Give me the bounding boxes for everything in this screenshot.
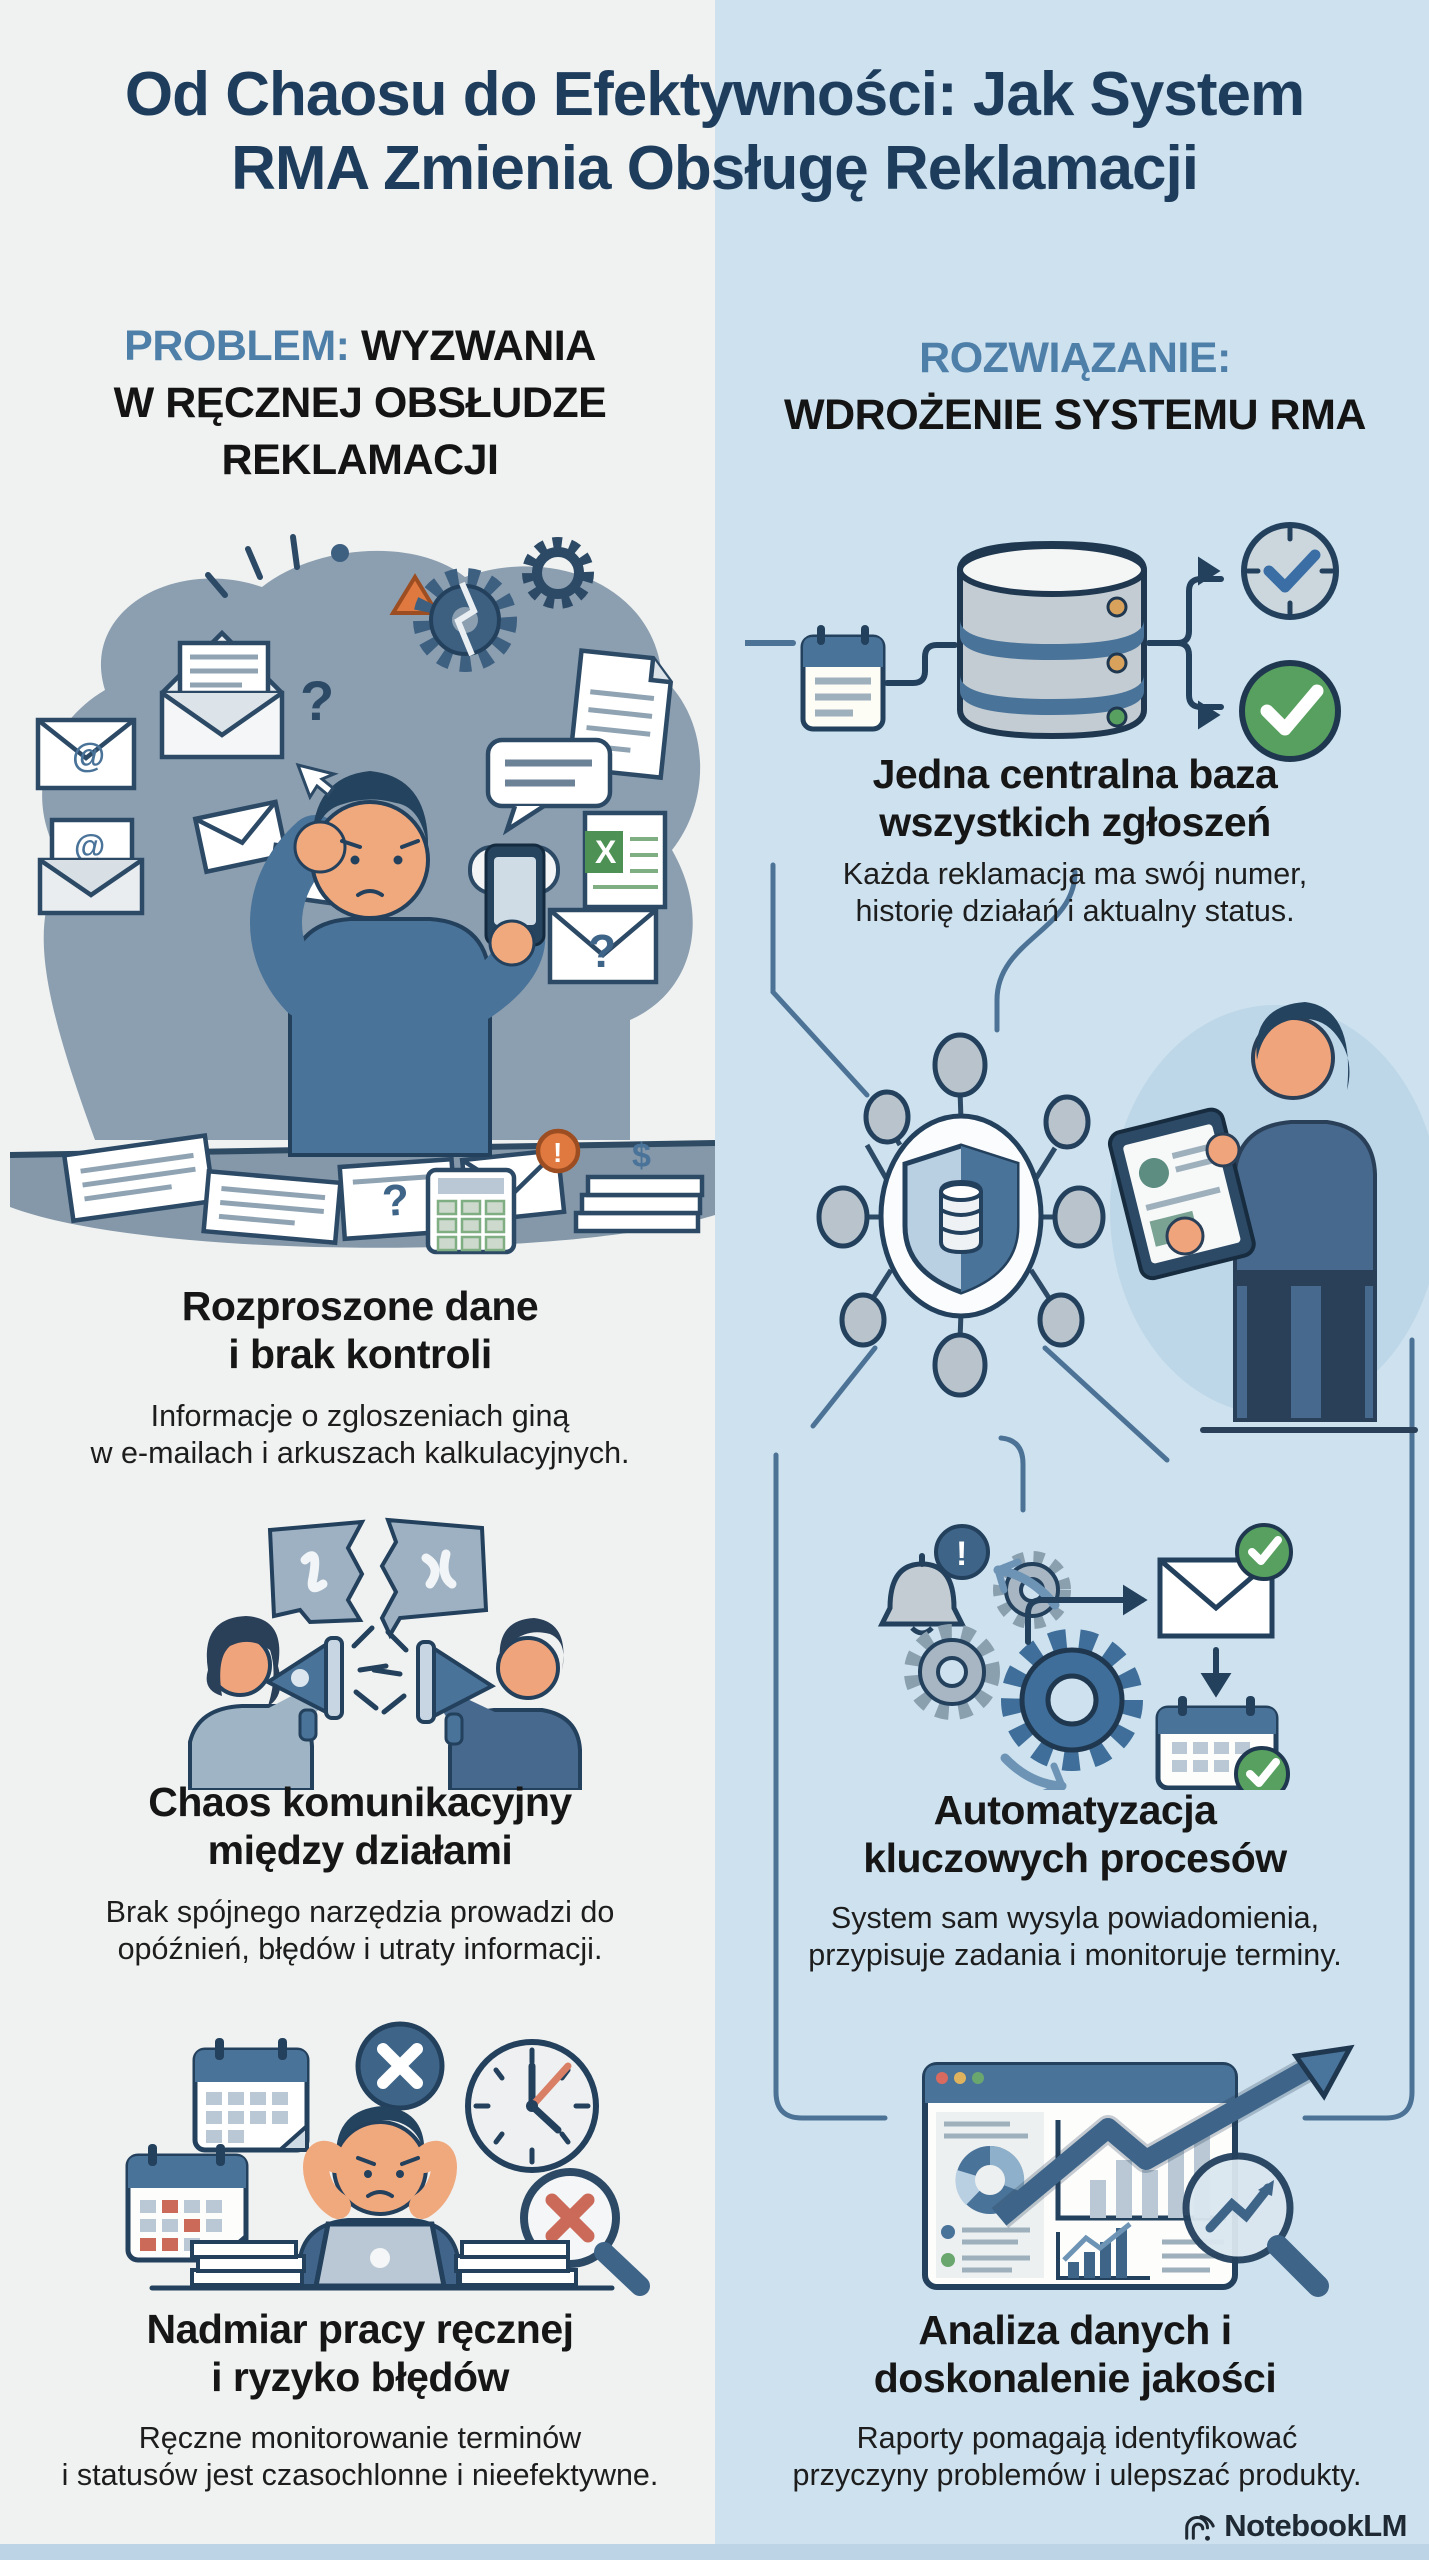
question-envelope-icon: ? (547, 907, 659, 985)
email-envelope-icon: @ (37, 817, 145, 916)
gear-icon (522, 537, 594, 609)
spreadsheet-icon: X (582, 810, 668, 910)
notebooklm-watermark: NotebookLM (1182, 2508, 1407, 2544)
email-sent-icon (1157, 1523, 1293, 1639)
scatter-marks (205, 534, 300, 598)
automation-desc: System sam wysyla powiadomienia, przypis… (808, 1901, 1342, 1972)
email-envelope-icon: @ (35, 717, 137, 791)
calendar-icon (192, 2038, 310, 2153)
communication-chaos-title: Chaos komunikacyjny między działami (148, 1779, 572, 1874)
central-database-title: Jedna centralna baza wszystkich zgłoszeń (872, 751, 1278, 846)
error-circle-icon (355, 2021, 445, 2111)
bell-icon: ! (877, 1524, 990, 1636)
analytics-illustration (922, 2044, 1355, 2297)
svg-text:?: ? (381, 1175, 411, 1226)
system-hub-illustration (816, 1002, 1429, 1433)
scattered-data-title: Rozproszone dane i brak kontroli (181, 1283, 539, 1378)
database-icon (957, 540, 1147, 740)
page-title-line1: Od Chaosu do Efektywności: Jak System (124, 60, 1305, 129)
svg-text:!: ! (553, 1137, 562, 1168)
chaos-illustration: @ @ ? ! (10, 534, 715, 1255)
broken-gear-icon (413, 568, 517, 672)
communication-chaos-desc: Brak spójnego narzędzia prowadzi do opóź… (105, 1895, 615, 1966)
analytics-desc: Raporty pomagają identyfikować przyczyny… (792, 2421, 1362, 2492)
question-mark: ? (300, 669, 334, 732)
person-with-tablet (1107, 1002, 1418, 1433)
scattered-data-desc: Informacje o zgloszeniach giną w e-maila… (90, 1399, 630, 1470)
svg-text:@: @ (72, 737, 105, 775)
clock-icon (465, 2039, 599, 2173)
svg-text:?: ? (588, 925, 616, 977)
automation-title: Automatyzacja kluczowych procesów (863, 1787, 1287, 1882)
main-gear-icon (1001, 1629, 1143, 1771)
problem-label: PROBLEM: (124, 322, 350, 370)
flowchart-connectors (770, 862, 1415, 2121)
cursor-icon (295, 762, 339, 801)
svg-text:X: X (595, 834, 617, 870)
alert-badge-icon (934, 1524, 990, 1580)
page-title-line2: RMA Zmienia Obsługę Reklamacji (231, 134, 1199, 204)
manual-work-title: Nadmiar pracy ręcznej i ryzyko błędów (146, 2306, 574, 2401)
page-title: Od Chaosu do Efektywności: Jak System RM… (0, 58, 1429, 207)
notebooklm-logo-icon (1185, 2515, 1215, 2541)
note-icon (800, 625, 886, 732)
overwhelmed-person (250, 771, 546, 1157)
automation-illustration: ! (877, 1523, 1293, 1790)
solution-label: ROZWIĄZANIE: (919, 334, 1231, 382)
flow-arrow-right (1025, 1584, 1148, 1645)
broken-speech-bubble-icon (267, 1517, 489, 1640)
paper-stack-icon: $ (573, 1137, 705, 1234)
svg-text:$: $ (632, 1137, 651, 1175)
success-check-icon (1239, 660, 1341, 762)
branch-arrows (1146, 556, 1224, 730)
dot-mark (331, 544, 349, 562)
envelope-icon (192, 799, 290, 875)
stressed-person (298, 2106, 460, 2289)
scheduled-calendar-icon (1155, 1696, 1290, 1790)
manual-work-illustration (125, 2021, 650, 2296)
flow-arrow-down (1200, 1647, 1232, 1698)
analytics-title: Analiza danych i doskonalenie jakości (873, 2307, 1277, 2402)
paper-icon (201, 1168, 343, 1246)
shield-database-icon (878, 1113, 1044, 1319)
error-magnifier-icon (520, 2168, 650, 2296)
manual-work-desc: Ręczne monitorowanie terminów i statusów… (61, 2421, 659, 2492)
deadline-calendar-icon (125, 2144, 249, 2263)
man-with-megaphone (371, 1618, 582, 1790)
trend-magnifier-icon (1182, 2152, 1329, 2297)
woman-with-megaphone (188, 1616, 389, 1790)
growth-arrow-icon (991, 2044, 1355, 2228)
svg-text:!: ! (956, 1535, 967, 1573)
report-window (922, 2062, 1238, 2290)
clock-check-icon (1241, 522, 1339, 620)
problem-column-header: PROBLEM: WYZWANIA W RĘCZNEJ OBSŁUDZE REK… (113, 322, 607, 484)
bottom-strip (0, 2544, 1429, 2560)
gear-icon (904, 1624, 1000, 1720)
central-database-desc: Każda reklamacja ma swój numer, historię… (842, 857, 1308, 928)
calculator-icon (425, 1167, 517, 1255)
central-database-illustration (745, 522, 1341, 762)
alert-badge-icon (535, 1128, 581, 1174)
donut-chart-icon (955, 2145, 1025, 2214)
communication-chaos-illustration (188, 1517, 582, 1790)
paper-icon (61, 1133, 217, 1224)
solution-column-header: ROZWIĄZANIE: WDROŻENIE SYSTEMU RMA (745, 330, 1405, 444)
open-envelope-icon (159, 629, 285, 760)
notebooklm-label: NotebookLM (1224, 2508, 1407, 2543)
speech-bubble-icon (485, 737, 613, 836)
network-nodes (816, 1032, 1106, 1398)
paper-stack-icon (190, 2240, 578, 2287)
